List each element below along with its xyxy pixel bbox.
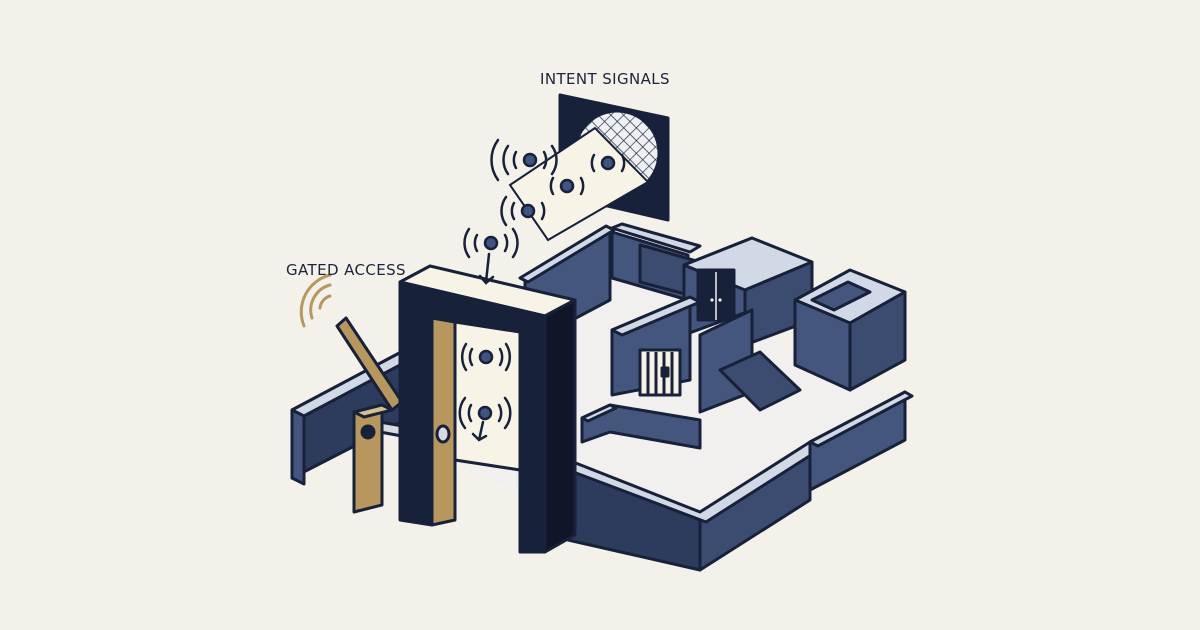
access-frame-inner bbox=[430, 316, 457, 527]
signal-wave-icon bbox=[590, 153, 626, 173]
frame-signals bbox=[458, 342, 512, 442]
beam-signals bbox=[463, 138, 626, 285]
intent-signals-label: INTENT SIGNALS bbox=[540, 70, 670, 88]
signal-wave-icon bbox=[458, 396, 512, 430]
signal-wave-icon bbox=[461, 342, 511, 372]
arrow-down-icon bbox=[478, 252, 495, 285]
arrow-down-icon bbox=[471, 420, 488, 442]
barrier-post bbox=[352, 403, 384, 514]
signal-wave-icon bbox=[490, 138, 558, 182]
signal-wave-icon bbox=[299, 273, 332, 328]
signal-wave-icon bbox=[549, 176, 585, 196]
access-frame bbox=[398, 264, 577, 554]
inner-gate bbox=[638, 348, 682, 397]
gated-access-label: GATED ACCESS bbox=[286, 261, 406, 279]
signal-wave-icon bbox=[463, 227, 519, 259]
signal-wave-icon bbox=[500, 195, 546, 227]
